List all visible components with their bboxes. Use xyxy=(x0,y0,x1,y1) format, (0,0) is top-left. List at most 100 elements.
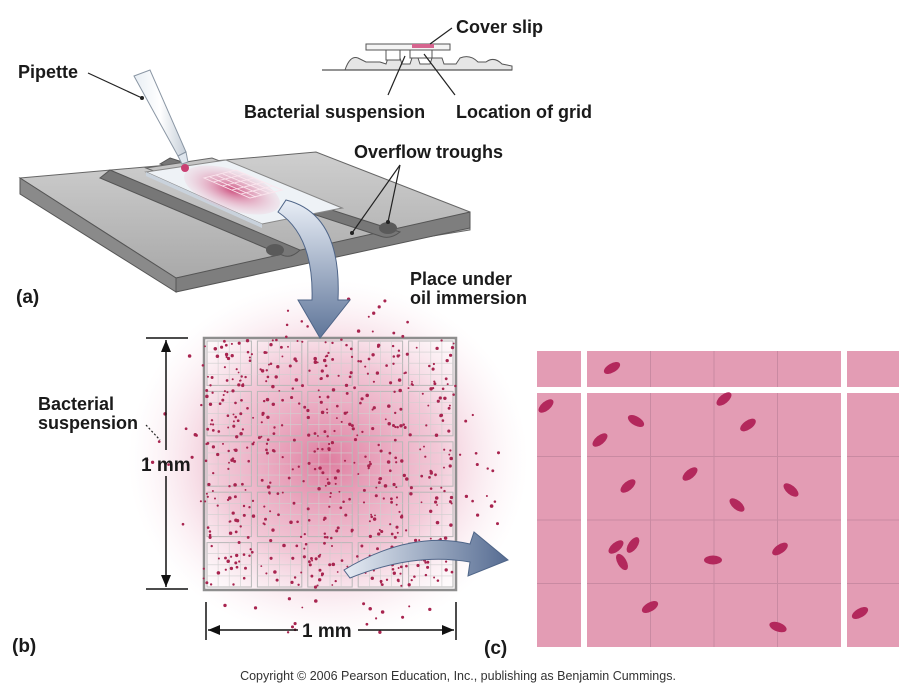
cover-slip-label: Cover slip xyxy=(456,17,543,37)
bacterium-dot xyxy=(409,486,413,490)
bacterium-dot xyxy=(464,419,468,423)
bacterium-rod xyxy=(616,553,628,571)
bacterium-dot xyxy=(395,461,398,464)
bacterium-dot xyxy=(436,504,438,506)
bacterium-dot xyxy=(239,525,242,528)
bacterium-dot xyxy=(237,341,241,345)
bacterium-dot xyxy=(448,500,452,504)
bacterium-rod xyxy=(641,601,659,613)
bacterium-dot xyxy=(251,514,256,518)
bacterium-dot xyxy=(398,510,401,513)
bacterium-dot xyxy=(237,371,240,374)
bacterium-dot xyxy=(214,497,216,500)
bacterium-dot xyxy=(218,402,222,406)
bacterium-dot xyxy=(205,442,208,446)
bacterium-dot xyxy=(447,429,451,433)
bacterium-dot xyxy=(302,480,305,483)
bacterium-dot xyxy=(281,355,284,358)
bacterium-dot xyxy=(204,345,206,348)
bacterium-dot xyxy=(234,401,237,405)
bacterium-dot xyxy=(346,565,349,568)
bacterium-dot xyxy=(380,529,384,534)
bacterium-dot xyxy=(407,583,411,587)
bacterium-dot xyxy=(262,399,266,403)
bacterium-rod xyxy=(603,362,621,374)
bacterial-suspension-top-label: Bacterial suspension xyxy=(244,102,425,122)
bacterium-dot xyxy=(225,379,229,382)
bacterium-dot xyxy=(292,501,296,505)
bacterium-dot xyxy=(231,378,234,381)
bacterium-dot xyxy=(348,422,352,426)
bacterium-dot xyxy=(400,459,404,463)
bacterium-dot xyxy=(348,497,351,501)
bacterium-dot xyxy=(297,583,300,586)
bacterium-dot xyxy=(224,568,227,571)
bacterium-dot xyxy=(436,399,440,403)
bacterium-dot xyxy=(286,309,290,312)
bacterium-dot xyxy=(351,427,355,431)
bacterium-dot xyxy=(334,482,337,485)
bacterium-dot xyxy=(371,330,374,333)
bacterium-dot xyxy=(365,393,369,398)
bacterium-dot xyxy=(240,375,243,378)
bacterium-dot xyxy=(356,434,359,437)
bacterium-dot xyxy=(286,631,290,634)
counting-slide xyxy=(18,151,471,293)
bacterium-dot xyxy=(244,375,247,379)
bacterium-dot xyxy=(220,345,224,349)
bacterium-dot xyxy=(301,606,304,609)
bacterium-dot xyxy=(444,377,448,381)
bacterium-dot xyxy=(265,572,268,575)
bacterium-dot xyxy=(399,572,402,575)
bacterium-dot xyxy=(458,453,462,456)
bacterium-dot xyxy=(263,351,267,354)
bacterium-dot xyxy=(423,445,425,448)
bacterium-dot xyxy=(397,579,400,583)
bacterium-dot xyxy=(419,448,422,451)
bacterium-dot xyxy=(230,458,234,462)
bacterium-dot xyxy=(268,363,270,366)
bacterium-dot xyxy=(321,448,324,451)
bacterium-dot xyxy=(233,495,237,499)
suspension-b-leader xyxy=(145,424,161,441)
bacterium-dot xyxy=(290,625,295,629)
bacterium-dot xyxy=(421,392,424,395)
bacterium-dot xyxy=(241,428,245,431)
panel-a-label: (a) xyxy=(16,287,39,308)
bacterium-dot xyxy=(231,511,235,515)
bacterium-dot xyxy=(242,553,246,556)
bacterium-dot xyxy=(323,532,327,535)
bacterium-dot xyxy=(235,565,239,569)
horizontal-scale-bar xyxy=(205,602,457,640)
cross-section xyxy=(322,43,513,71)
bacterium-dot xyxy=(383,484,388,488)
bacterium-dot xyxy=(404,371,407,374)
bacterium-dot xyxy=(236,419,240,423)
bacterium-dot xyxy=(269,539,273,543)
bacterium-dot xyxy=(398,388,402,393)
bacterium-dot xyxy=(333,476,338,480)
bacterium-dot xyxy=(300,571,303,574)
bacterium-dot xyxy=(294,378,299,382)
bacterium-dot xyxy=(435,520,440,525)
bacterium-dot xyxy=(246,446,249,449)
bacterium-dot xyxy=(217,557,220,560)
bacterium-dot xyxy=(335,417,338,420)
bacterium-dot xyxy=(446,383,449,386)
bacterium-dot xyxy=(399,424,403,428)
bacterium-dot xyxy=(408,605,411,608)
bacterium-dot xyxy=(323,541,326,545)
bacterium-dot xyxy=(318,568,322,572)
bacterium-dot xyxy=(287,345,289,348)
bacterium-dot xyxy=(340,338,343,341)
bacterium-dot xyxy=(397,567,400,569)
bacterium-dot xyxy=(316,361,319,364)
bacterium-dot xyxy=(388,451,392,455)
bacterium-dot xyxy=(269,481,272,484)
bacterium-dot xyxy=(471,499,474,503)
bacterium-dot xyxy=(326,408,328,411)
bacterium-dot xyxy=(301,340,304,343)
bacterium-dot xyxy=(393,535,397,539)
bacterium-dot xyxy=(263,505,266,508)
